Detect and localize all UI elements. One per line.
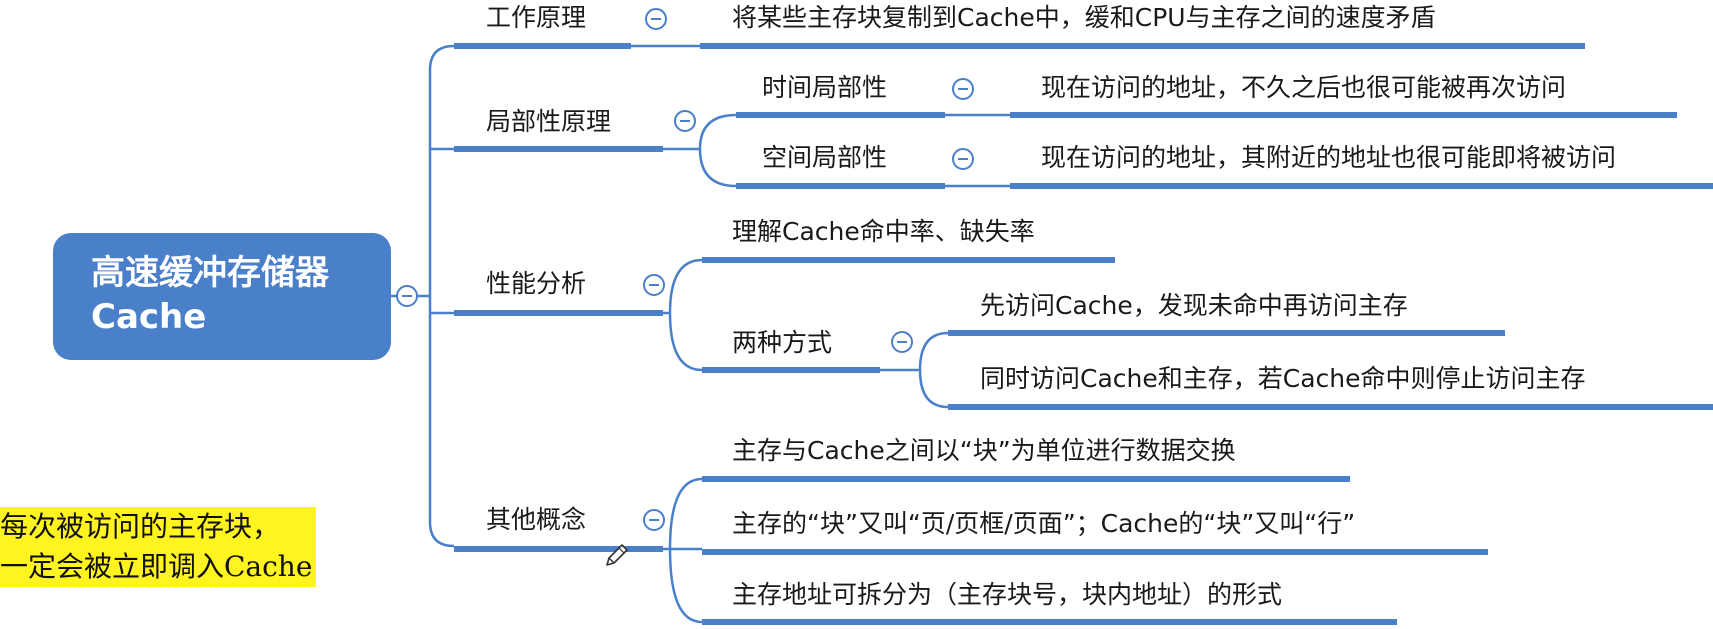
root-title-line2: Cache xyxy=(91,297,207,337)
temporal-collapse-icon[interactable] xyxy=(952,78,974,100)
pencil-cursor-icon xyxy=(606,544,628,566)
other-item-3[interactable]: 主存地址可拆分为（主存块号，块内地址）的形式 xyxy=(732,580,1283,609)
highlighted-annotation: 每次被访问的主存块， 一定会被立即调入Cache xyxy=(0,507,317,587)
other-item-1[interactable]: 主存与Cache之间以“块”为单位进行数据交换 xyxy=(732,436,1236,465)
performance-collapse-icon[interactable] xyxy=(643,274,665,296)
two-ways-label[interactable]: 两种方式 xyxy=(732,328,833,357)
temporal-locality-label[interactable]: 时间局部性 xyxy=(762,73,888,102)
spatial-locality-label[interactable]: 空间局部性 xyxy=(762,143,888,172)
annotation-line-1: 每次被访问的主存块， xyxy=(0,510,281,543)
work-collapse-icon[interactable] xyxy=(645,8,667,30)
hit-rate-node[interactable]: 理解Cache命中率、缺失率 xyxy=(732,217,1035,246)
spatial-locality-detail[interactable]: 现在访问的地址，其附近的地址也很可能即将被访问 xyxy=(1041,143,1617,172)
two-ways-collapse-icon[interactable] xyxy=(891,331,913,353)
way1-node[interactable]: 先访问Cache，发现未命中再访问主存 xyxy=(980,291,1408,320)
other-collapse-icon[interactable] xyxy=(643,509,665,531)
branch-locality-label[interactable]: 局部性原理 xyxy=(486,107,612,136)
root-node[interactable]: 高速缓冲存储器 Cache xyxy=(53,233,391,360)
work-detail[interactable]: 将某些主存块复制到Cache中，缓和CPU与主存之间的速度矛盾 xyxy=(732,3,1436,32)
annotation-line-2: 一定会被立即调入Cache xyxy=(0,550,313,583)
temporal-locality-detail[interactable]: 现在访问的地址，不久之后也很可能被再次访问 xyxy=(1041,73,1567,102)
root-collapse-icon[interactable] xyxy=(396,285,418,307)
spatial-collapse-icon[interactable] xyxy=(952,148,974,170)
other-item-2[interactable]: 主存的“块”又叫“页/页框/页面”；Cache的“块”又叫“行” xyxy=(732,509,1356,538)
branch-performance-label[interactable]: 性能分析 xyxy=(486,269,587,298)
branch-work-label[interactable]: 工作原理 xyxy=(486,3,587,32)
branch-other-label[interactable]: 其他概念 xyxy=(486,505,587,534)
way2-node[interactable]: 同时访问Cache和主存，若Cache命中则停止访问主存 xyxy=(980,364,1586,393)
locality-collapse-icon[interactable] xyxy=(674,110,696,132)
root-title-line1: 高速缓冲存储器 xyxy=(91,253,329,293)
